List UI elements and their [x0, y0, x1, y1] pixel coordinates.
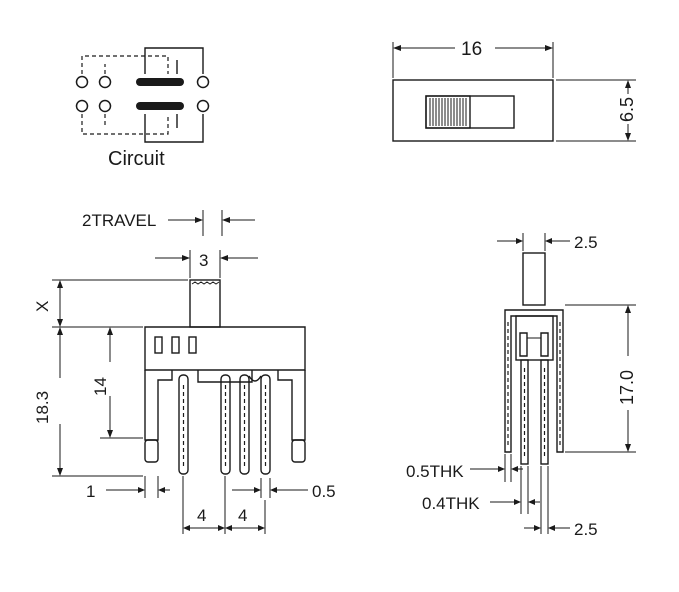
body-height-dimension: 18.3	[33, 391, 52, 424]
side-frame-thickness-label: 0.5THK	[406, 462, 464, 481]
pitch-right-dimension: 4	[238, 506, 247, 525]
pin-length-dimension: 14	[91, 377, 110, 396]
top-height-dimension: 6.5	[617, 97, 637, 122]
side-view: 2.5 17.0 0.5THK 0.4THK 2.5	[406, 233, 637, 539]
top-view: 16 6.5	[392, 39, 637, 142]
circuit-label: Circuit	[108, 148, 165, 170]
pin-width-dimension: 1	[86, 482, 95, 501]
front-pins	[178, 374, 271, 475]
side-pin-thickness-label: 0.4THK	[422, 494, 480, 513]
top-width-dimension: 16	[461, 39, 482, 60]
actuator-knob	[425, 95, 471, 129]
front-view: 2TRAVEL 3 X 18.3 14 1 0.5 4 4	[33, 210, 336, 534]
side-bottom-width-dimension: 2.5	[574, 520, 598, 539]
pin-thickness-dimension: 0.5	[312, 482, 336, 501]
travel-dimension: 2TRAVEL	[82, 211, 156, 230]
actuator-width-dimension: 3	[199, 251, 208, 270]
side-top-width-dimension: 2.5	[574, 233, 598, 252]
actuator-height-dimension: X	[33, 301, 52, 312]
pitch-left-dimension: 4	[197, 506, 206, 525]
circuit-diagram: Circuit	[75, 47, 210, 170]
side-height-dimension: 17.0	[617, 370, 637, 405]
